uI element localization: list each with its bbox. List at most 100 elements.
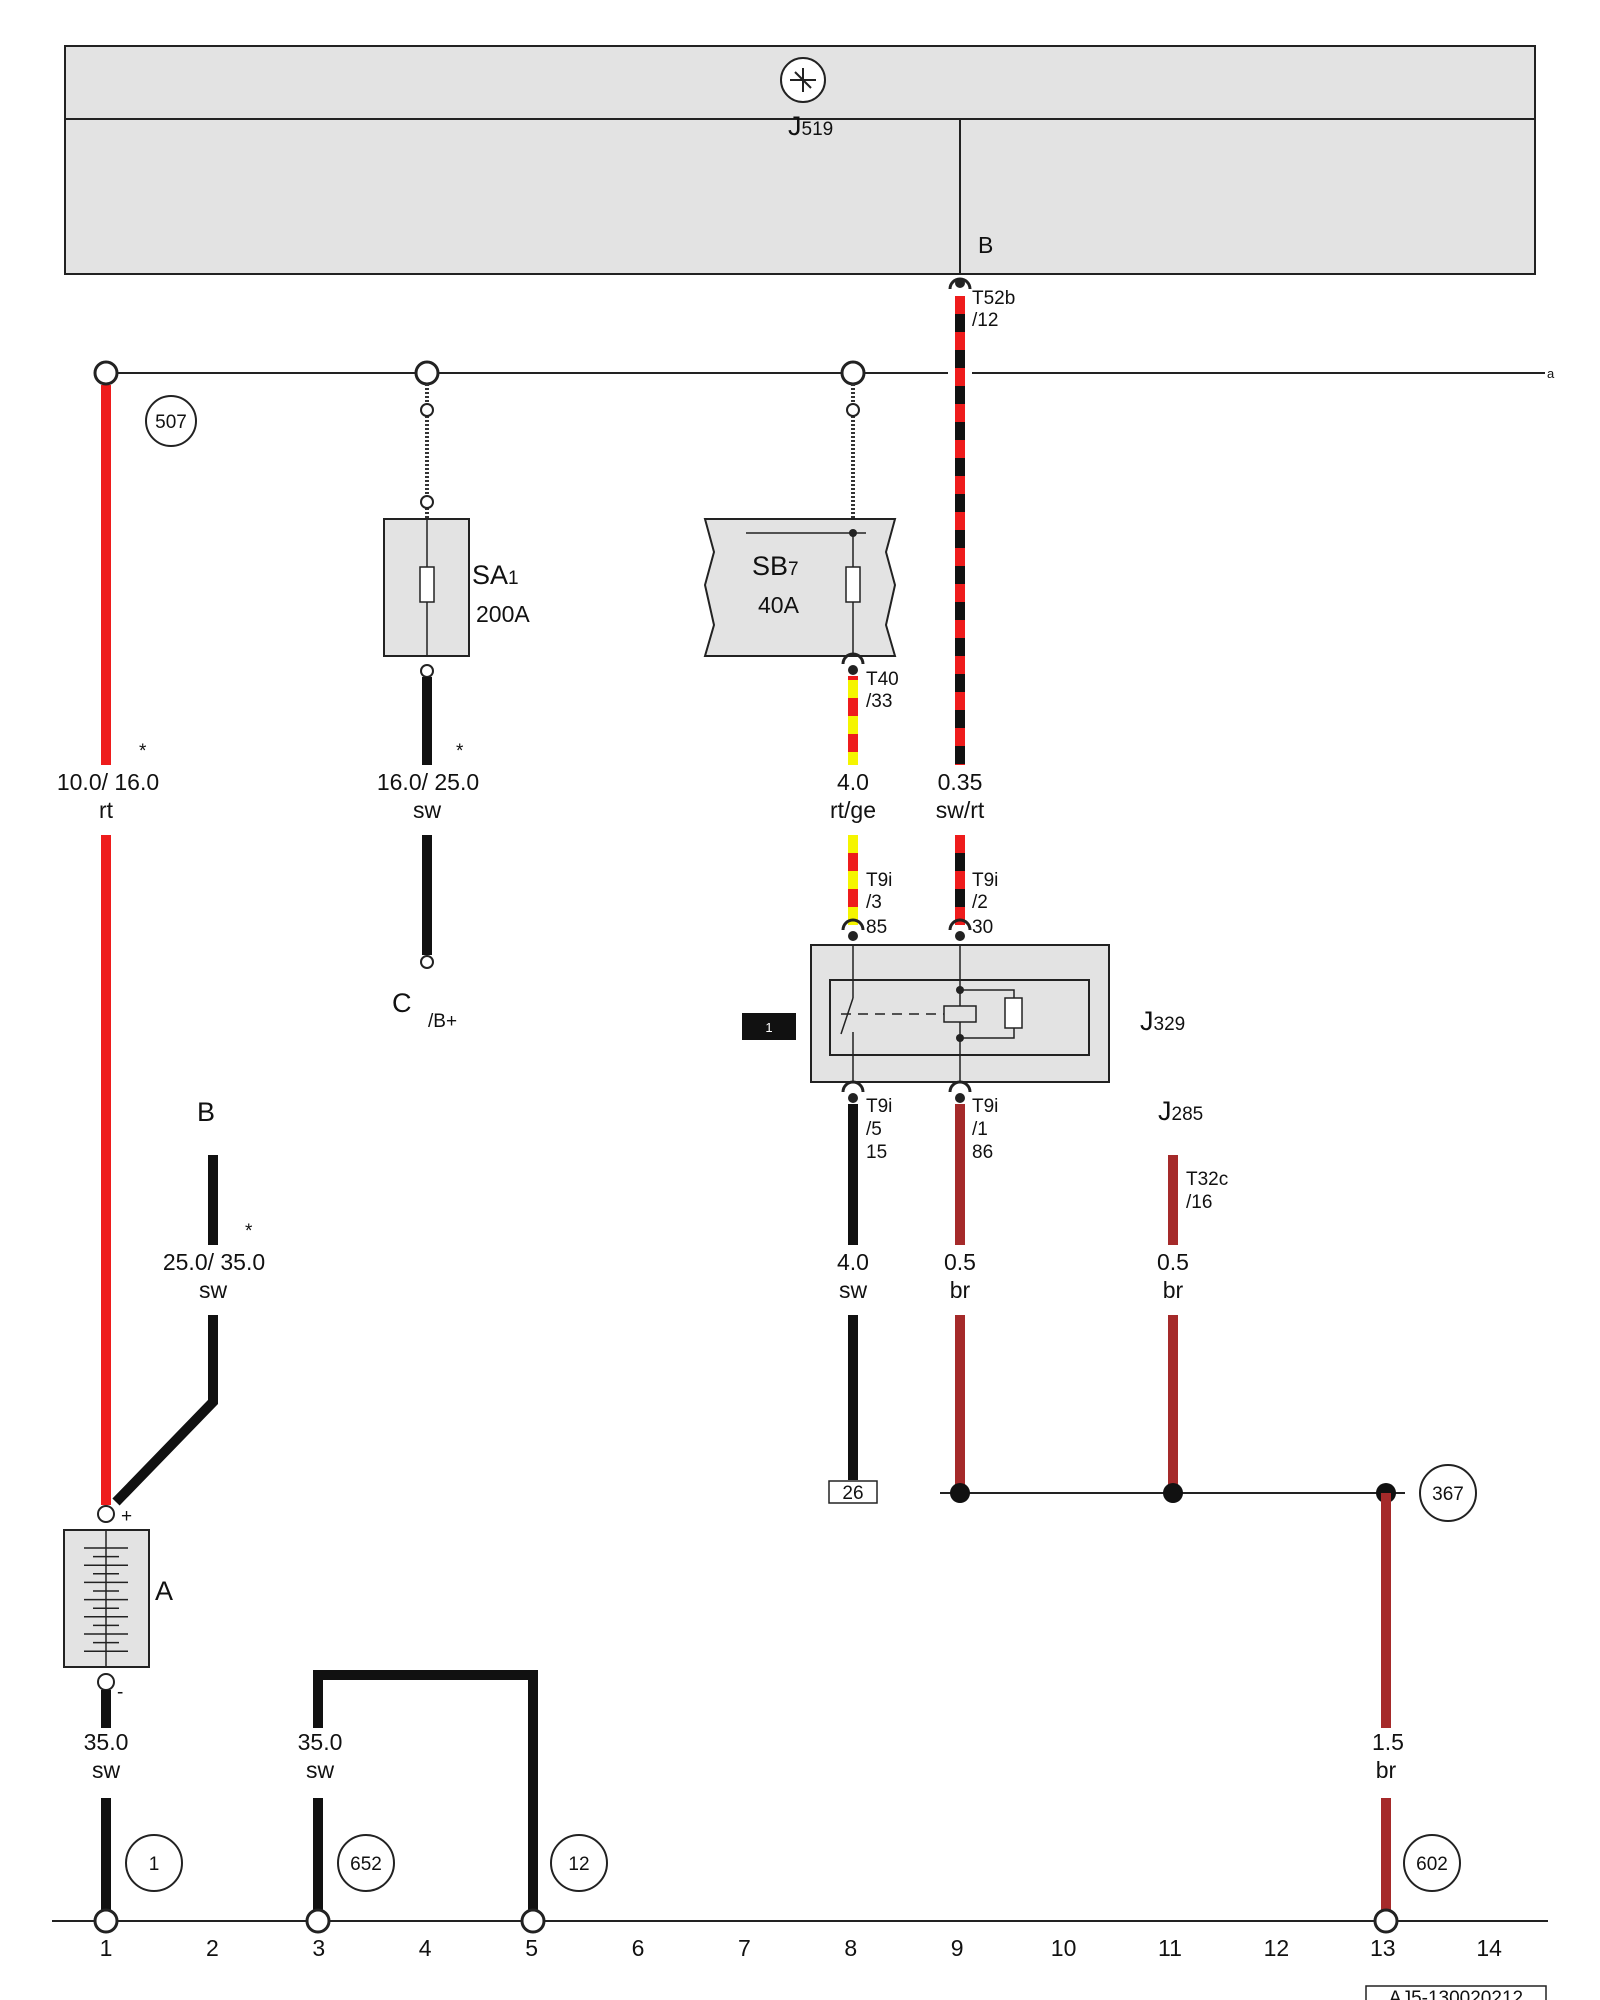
connector-t9i-1: T9i	[972, 1096, 998, 1117]
wire-note-col2: *	[245, 1221, 253, 1242]
ground-node-col1	[93, 1908, 119, 1934]
grid-number: 5	[525, 1935, 538, 1961]
pin-col3-b	[420, 495, 434, 509]
grid-number: 3	[312, 1935, 325, 1961]
wire-ground-loop	[313, 1670, 538, 1910]
drawing-id-box: AJ5-130020212	[1365, 1985, 1547, 2000]
grid-number: 12	[1264, 1935, 1290, 1961]
wire-size-col3-bottom: 35.0	[298, 1729, 343, 1755]
circled-ref-652: 652	[337, 1834, 395, 1892]
j519-designator: J519	[788, 111, 833, 141]
sb7-rating: 40A	[758, 592, 800, 618]
grid-number: 4	[419, 1935, 432, 1961]
grid-number: 10	[1051, 1935, 1077, 1961]
ground-node-col3	[305, 1908, 331, 1934]
connector-t9i-5: T9i	[866, 1096, 892, 1117]
connector-t9i-3: T9i	[866, 870, 892, 891]
grid-number: 2	[206, 1935, 219, 1961]
circled-ref-367: 367	[1419, 1464, 1477, 1522]
battery-minus-label: -	[117, 1682, 123, 1703]
wire-size-col13: 1.5	[1372, 1729, 1404, 1755]
wire-size-col11: 0.5	[1157, 1249, 1189, 1275]
wire-size-col3: 16.0/ 25.0	[377, 769, 479, 795]
connector-t40: T40	[866, 669, 899, 690]
sa1-fuse-box	[383, 518, 470, 657]
j329-designator: J329	[1140, 1006, 1185, 1036]
connector-t52b: T52b	[972, 288, 1015, 309]
connector-t52b-icon	[948, 277, 972, 290]
terminal-b-label: B	[197, 1097, 215, 1127]
wire-color-col3: sw	[413, 797, 442, 823]
sa1-designator: SA1	[472, 560, 519, 590]
wire-note-col3: *	[456, 741, 464, 762]
connector-t9i-3-term: 85	[866, 917, 887, 938]
grid-number: 11	[1158, 1935, 1182, 1961]
wire-size-col2: 25.0/ 35.0	[163, 1249, 265, 1275]
connector-t9i-2-pin: /2	[972, 892, 988, 913]
wire-color-col13: br	[1376, 1757, 1397, 1783]
grid-number: 13	[1370, 1935, 1396, 1961]
wire-size-col9-top: 0.35	[938, 769, 983, 795]
svg-text:652: 652	[350, 1854, 382, 1875]
wire-color-col9-top: sw/rt	[936, 797, 985, 823]
line-a-label: a	[1547, 366, 1555, 381]
svg-text:602: 602	[1416, 1854, 1448, 1875]
connector-t9i-2-term: 30	[972, 917, 993, 938]
connector-t32c: T32c	[1186, 1169, 1228, 1190]
svg-text:26: 26	[842, 1483, 863, 1504]
splice-node-col9	[950, 1483, 970, 1503]
connector-t9i-1-icon	[948, 1080, 972, 1103]
connector-t32c-pin: /16	[1186, 1192, 1212, 1213]
relay-marker-badge: 1	[742, 1013, 796, 1040]
wire-col2-black-bottom	[112, 1315, 218, 1506]
connector-t40-pin: /33	[866, 691, 892, 712]
connector-t9i-3-icon	[841, 918, 865, 941]
battery-plus-label: +	[121, 1506, 132, 1527]
connector-t9i-1-term: 86	[972, 1142, 993, 1163]
connector-t9i-2: T9i	[972, 870, 998, 891]
battery-icon	[63, 1529, 150, 1668]
terminal-c-sub: /B+	[428, 1011, 457, 1032]
grid-number: 14	[1476, 1935, 1502, 1961]
grid-number: 7	[738, 1935, 751, 1961]
pin-col8-a	[846, 403, 860, 417]
wire-size-col1-bottom: 35.0	[84, 1729, 129, 1755]
connector-t9i-5-term: 15	[866, 1142, 887, 1163]
svg-text:AJ5-130020212: AJ5-130020212	[1389, 1988, 1523, 2000]
wire-color-col3-bottom: sw	[306, 1757, 335, 1783]
wire-color-col8-bottom: sw	[839, 1277, 868, 1303]
pin-col3-c	[420, 664, 434, 678]
wire-note-col1: *	[139, 741, 147, 762]
pin-col3-end	[420, 955, 434, 969]
svg-text:507: 507	[155, 412, 187, 433]
sb7-designator: SB7	[752, 551, 799, 581]
svg-text:12: 12	[568, 1854, 589, 1875]
ground-node-col13	[1373, 1908, 1399, 1934]
sa1-rating: 200A	[476, 601, 530, 627]
connector-t9i-1-pin: /1	[972, 1119, 988, 1140]
wire-size-col1: 10.0/ 16.0	[57, 769, 159, 795]
wire-color-col11: br	[1163, 1277, 1184, 1303]
ground-symbol-icon	[780, 57, 826, 103]
connector-t40-icon	[841, 652, 865, 675]
wire-color-col1: rt	[99, 797, 114, 823]
grid-number: 9	[951, 1935, 964, 1961]
battery-minus-terminal	[97, 1673, 115, 1691]
circled-ref-507: 507	[145, 395, 197, 447]
battery-designator: A	[155, 1576, 173, 1606]
connector-t9i-3-pin: /3	[866, 892, 882, 913]
bus-node-col3	[414, 360, 440, 386]
grid-number: 8	[844, 1935, 857, 1961]
circled-ref-12: 12	[550, 1834, 608, 1892]
wire-color-col2: sw	[199, 1277, 228, 1303]
bus-node-col1	[93, 360, 119, 386]
connector-t52b-pin: /12	[972, 310, 998, 331]
circled-ref-1: 1	[125, 1834, 183, 1892]
j285-designator: J285	[1158, 1096, 1203, 1126]
ground-node-col5	[520, 1908, 546, 1934]
terminal-c-label: C	[392, 988, 412, 1018]
circled-ref-602: 602	[1403, 1834, 1461, 1892]
box-ref-26: 26	[828, 1480, 878, 1504]
